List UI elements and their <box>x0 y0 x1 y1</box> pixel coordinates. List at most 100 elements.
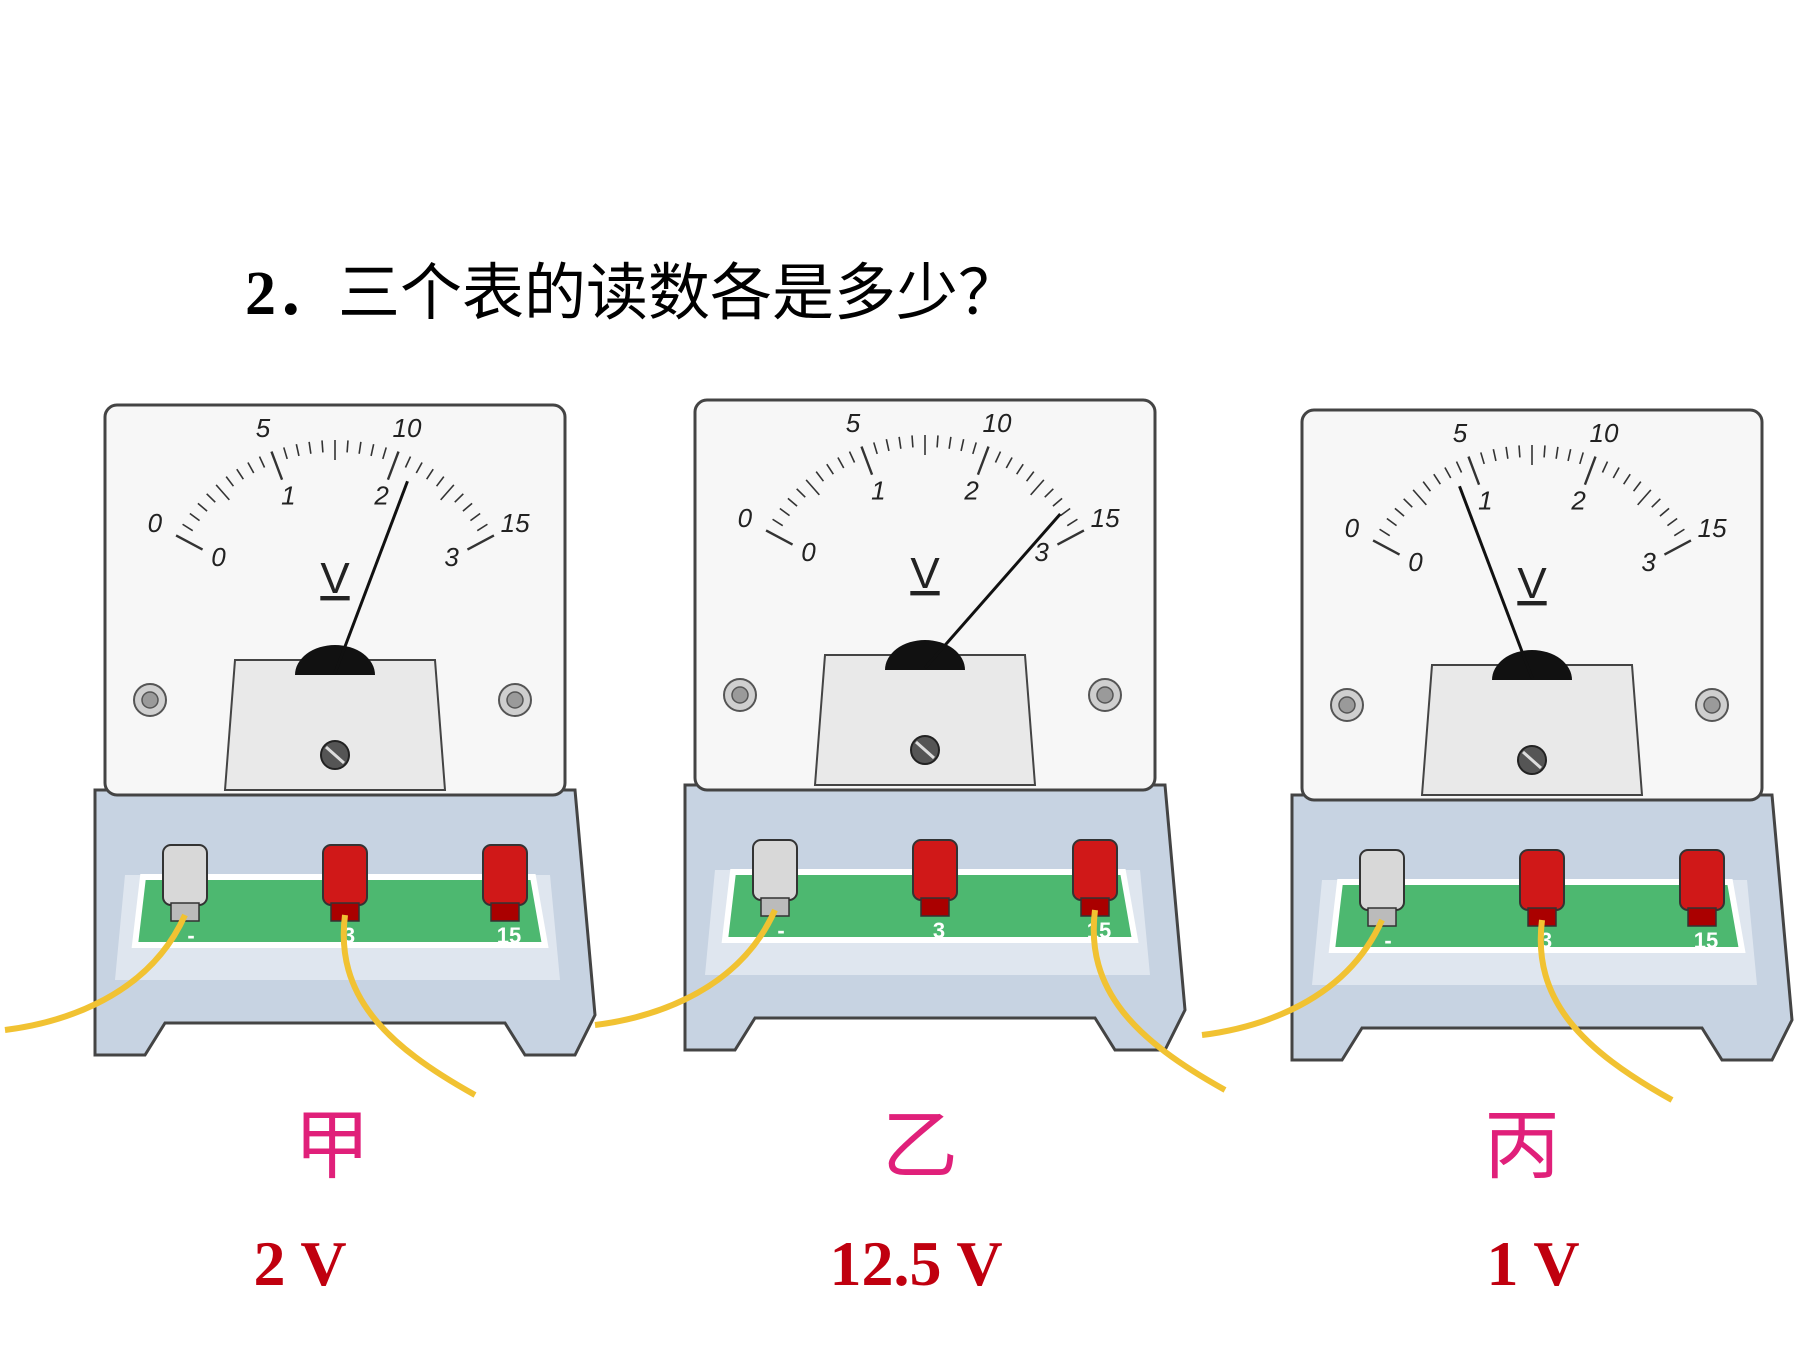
terminal-cap <box>322 844 368 906</box>
scale-tick <box>848 451 856 463</box>
scale-tick <box>382 447 387 460</box>
scale-tick <box>805 479 820 496</box>
scale-tick <box>1005 457 1013 469</box>
meter-label-yi: 乙 <box>882 1101 958 1190</box>
scale-tick <box>1044 488 1054 498</box>
scale-tick <box>1612 467 1620 479</box>
scale-label-inner: 1 <box>1478 485 1492 515</box>
scale-tick <box>1379 528 1391 537</box>
scale-tick <box>1543 445 1546 458</box>
scale-tick <box>415 462 423 474</box>
scale-tick <box>1637 489 1652 506</box>
scale-tick <box>225 476 235 487</box>
terminal-cap <box>1359 849 1405 911</box>
terminal-15: 15 <box>1679 849 1725 953</box>
scale-tick <box>1601 461 1609 473</box>
scale-label-outer: 0 <box>738 503 753 533</box>
scale-tick <box>308 441 312 454</box>
scale-tick <box>197 502 208 512</box>
scale-tick <box>466 534 495 551</box>
scale-tick <box>404 456 412 468</box>
scale-tick <box>1030 479 1045 496</box>
scale-tick <box>1480 452 1485 465</box>
scale-tick <box>1659 507 1670 517</box>
terminal-post <box>1687 907 1717 927</box>
screw-center <box>1703 696 1721 714</box>
scale-label-inner: 1 <box>281 480 295 510</box>
scale-tick <box>321 440 324 453</box>
adjuster-window <box>1420 664 1644 796</box>
scale-tick <box>815 471 825 482</box>
scale-tick <box>960 439 965 452</box>
scale-tick <box>1025 471 1035 482</box>
scale-tick <box>1455 461 1463 473</box>
scale-label-inner: 1 <box>871 475 885 505</box>
answer-bing: 1 V <box>1486 1228 1580 1299</box>
adjuster-window <box>813 654 1037 786</box>
terminal-cap <box>1072 839 1118 901</box>
scale-tick <box>972 442 977 455</box>
terminal-cap <box>1679 849 1725 911</box>
scale-tick <box>948 436 952 449</box>
scale-tick <box>1663 539 1692 556</box>
scale-tick <box>1467 456 1481 486</box>
scale-tick <box>1056 529 1085 546</box>
wire-negative <box>1201 918 1385 1038</box>
terminal-negative: - <box>752 839 798 943</box>
terminal-negative: - <box>1359 849 1405 953</box>
scale-tick <box>295 444 300 457</box>
scale-tick <box>206 493 216 503</box>
scale-tick <box>1052 497 1063 507</box>
scale-tick <box>796 488 806 498</box>
screw-center <box>1338 696 1356 714</box>
scale-label-outer: 10 <box>1590 418 1619 448</box>
terminal-15: 15 <box>482 844 528 948</box>
scale-tick <box>1433 473 1442 485</box>
scale-label-outer: 5 <box>846 408 861 438</box>
wire-positive <box>1090 909 1227 1093</box>
screw-center <box>1096 686 1114 704</box>
scale-label-inner: 3 <box>1034 537 1049 567</box>
screw-slot <box>325 745 345 765</box>
scale-tick <box>454 493 464 503</box>
scale-tick <box>994 451 1002 463</box>
screw-center <box>141 691 159 709</box>
scale-tick <box>1412 489 1427 506</box>
scale-tick <box>270 451 284 481</box>
needle-pivot <box>295 645 375 675</box>
meter-needle <box>923 512 1062 669</box>
scale-label-inner: 0 <box>801 537 816 567</box>
scale-tick <box>476 523 488 532</box>
scale-tick <box>976 446 990 476</box>
scale-tick <box>1372 539 1401 556</box>
scale-tick <box>779 507 791 517</box>
wire-negative <box>4 913 188 1033</box>
terminal-cap <box>752 839 798 901</box>
scale-tick <box>826 463 835 475</box>
scale-label-inner: 3 <box>444 542 459 572</box>
scale-tick <box>898 436 902 449</box>
scale-tick <box>936 435 939 448</box>
answer-jia: 2 V <box>253 1228 347 1299</box>
terminal-negative: - <box>162 844 208 948</box>
meter-face <box>693 398 1157 792</box>
scale-label-outer: 10 <box>393 413 422 443</box>
terminal-label: 15 <box>497 923 521 948</box>
scale-tick <box>370 444 375 457</box>
scale-tick <box>1066 518 1078 527</box>
scale-tick <box>236 468 245 480</box>
scale-tick <box>873 442 878 455</box>
unit-symbol: V <box>910 549 940 598</box>
scale-tick <box>1505 446 1509 459</box>
needle-pivot <box>1492 650 1572 680</box>
screw-center <box>731 686 749 704</box>
scale-label-outer: 10 <box>983 408 1012 438</box>
terminal-post <box>490 902 520 922</box>
scale-tick <box>182 523 194 532</box>
scale-tick <box>358 441 362 454</box>
scale-tick <box>765 529 794 546</box>
